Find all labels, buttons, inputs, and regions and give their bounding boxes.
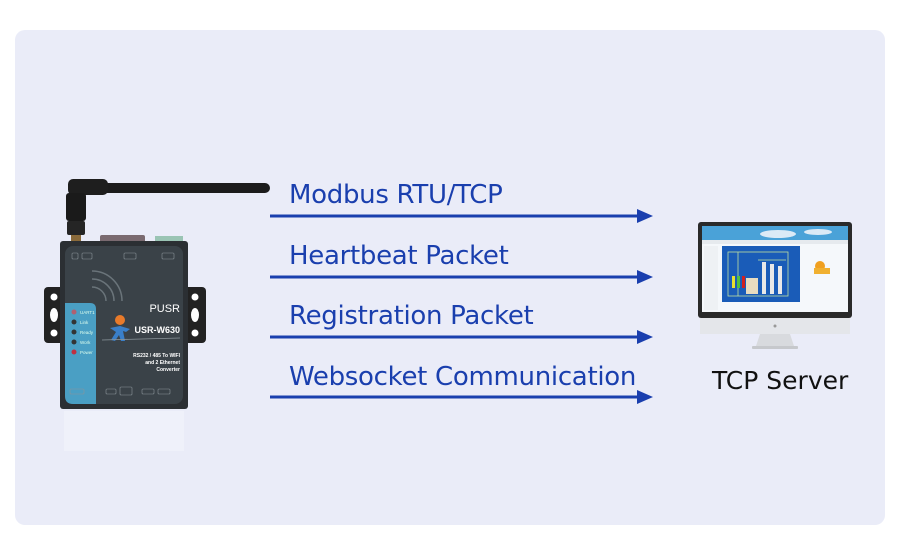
flow-label-heartbeat: Heartbeat Packet [289,241,509,271]
device-reflection [64,411,184,451]
wifi-icon [91,270,123,302]
arrow-head-icon [637,270,653,284]
desktop-monitor-icon [698,222,852,349]
terminal-connector-icon [155,236,183,242]
description-line-3: Converter [156,367,180,373]
svg-text:Link: Link [80,320,89,325]
antenna-icon [66,179,270,241]
svg-text:Power: Power [80,350,93,355]
model-name: USR-W630 [134,325,180,335]
device-illustration: UART1 Link Ready Work Power PUSR USR-W63… [44,179,270,451]
flow-arrow-1 [270,209,653,223]
description-line-2: and 2 Ethernet [145,360,180,366]
flow-arrow-2 [270,270,653,284]
flow-label-websocket: Websocket Communication [289,362,637,392]
flow-arrows [270,209,653,404]
device-accent-strip [65,303,96,404]
arrow-head-icon [637,390,653,404]
flow-arrow-3 [270,330,653,344]
svg-text:UART1: UART1 [80,310,95,315]
flow-arrow-4 [270,390,653,404]
flow-label-modbus: Modbus RTU/TCP [289,180,503,210]
svg-text:Work: Work [80,340,91,345]
brand-name: PUSR [149,303,180,315]
description-line-1: RS232 / 485 To WIFI [133,353,180,359]
svg-text:Ready: Ready [80,330,94,335]
flow-label-registration: Registration Packet [289,301,534,331]
arrow-head-icon [637,330,653,344]
indicator-leds: UART1 Link Ready Work Power [71,309,95,355]
port-labels [69,252,175,396]
arrow-head-icon [637,209,653,223]
tcp-server-label: TCP Server [712,366,849,395]
brand-logo-icon [110,315,130,341]
